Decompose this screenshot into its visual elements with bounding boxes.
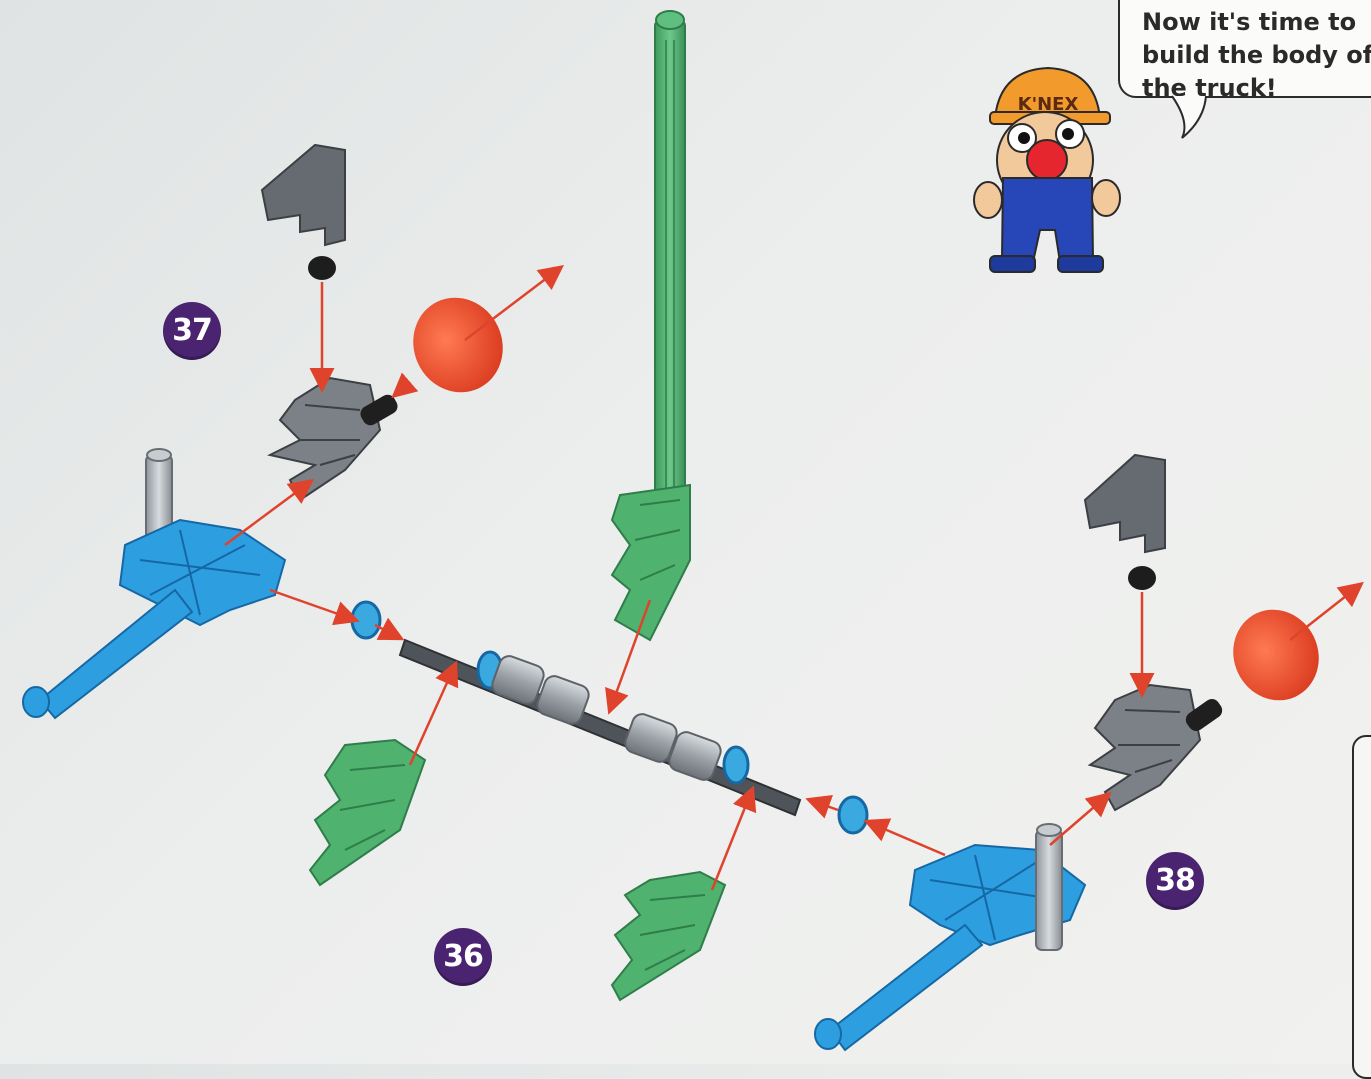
green-connector-bottom-right [612, 872, 725, 1000]
knex-mascot-icon: K'NEX [974, 68, 1120, 272]
blue-connector-left [23, 449, 285, 718]
step-badge-36: 36 [434, 928, 492, 986]
green-connector-top [612, 485, 690, 640]
gray-connector-triangle-left [262, 145, 345, 280]
arrow-blue-to-axle-left [270, 590, 355, 620]
step-badge-38: 38 [1146, 852, 1204, 910]
side-panel-edge [1352, 735, 1371, 1079]
arrow-blue-right-to-half-right [1050, 795, 1108, 845]
arrow-blue-right-to-axle [868, 822, 945, 855]
speech-bubble: Now it's time to build the body of the t… [1118, 0, 1371, 98]
speech-line-2: build the body of [1142, 39, 1371, 72]
red-ball-right [1218, 596, 1333, 715]
arrow-green-bottom-to-axle [410, 665, 455, 765]
arrow-blue-to-half-left [225, 482, 310, 545]
red-ball-left [398, 283, 518, 407]
arrow-spacer-to-axle-left [375, 625, 400, 638]
arrow-ball-left-out [465, 268, 560, 340]
arrow-spacer-to-axle-right [810, 800, 838, 810]
green-connector-bottom-left [310, 740, 425, 885]
green-rod-long [655, 11, 685, 540]
speech-bubble-tail [1168, 94, 1218, 144]
arrow-green-bottom-right-to-axle [712, 790, 752, 890]
axle-assembly [352, 602, 867, 833]
speech-line-1: Now it's time to [1142, 6, 1371, 39]
arrow-ball-left-in [395, 382, 410, 395]
step-badge-37: 37 [163, 302, 221, 360]
arrow-ball-right-out [1290, 585, 1360, 640]
blue-connector-right [815, 824, 1085, 1050]
gray-connector-half-right [1090, 685, 1225, 810]
gray-connector-half-left [270, 378, 400, 500]
gray-connector-triangle-right [1085, 455, 1165, 590]
